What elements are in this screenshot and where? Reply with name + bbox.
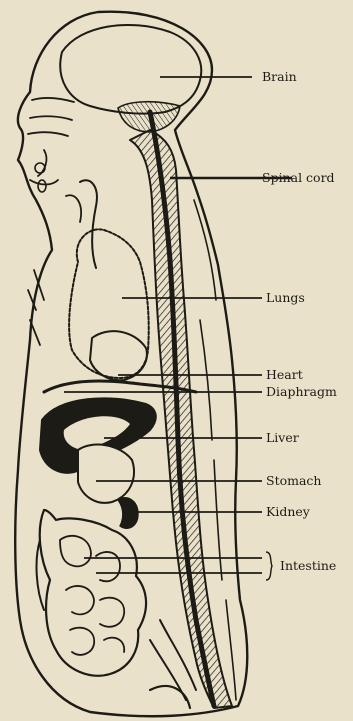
label-heart: Heart	[266, 368, 303, 382]
stomach-shape	[78, 445, 134, 503]
heart-shape	[90, 331, 147, 380]
label-brain: Brain	[262, 70, 297, 84]
label-intestine: Intestine	[280, 559, 336, 573]
label-stomach: Stomach	[266, 474, 321, 488]
label-liver: Liver	[266, 431, 299, 445]
intestine-coils	[40, 510, 146, 676]
kidney-shape	[118, 498, 138, 529]
label-lungs: Lungs	[266, 291, 305, 305]
label-diaphragm: Diaphragm	[266, 385, 337, 399]
lungs-shape	[69, 229, 149, 378]
label-spinal-cord: Spinal cord	[262, 171, 335, 185]
label-kidney: Kidney	[266, 505, 310, 519]
intestine-brace	[266, 552, 272, 580]
